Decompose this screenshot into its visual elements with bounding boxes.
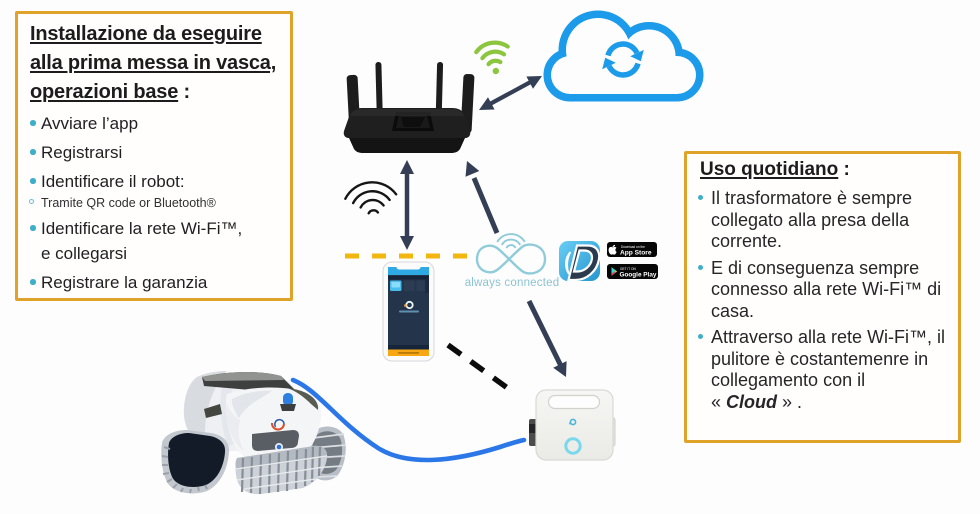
svg-text:GET IT ON: GET IT ON [620,267,637,271]
svg-text:App Store: App Store [620,249,652,256]
svg-text:Google Play: Google Play [620,272,657,279]
svg-text:Download on the: Download on the [621,245,645,249]
